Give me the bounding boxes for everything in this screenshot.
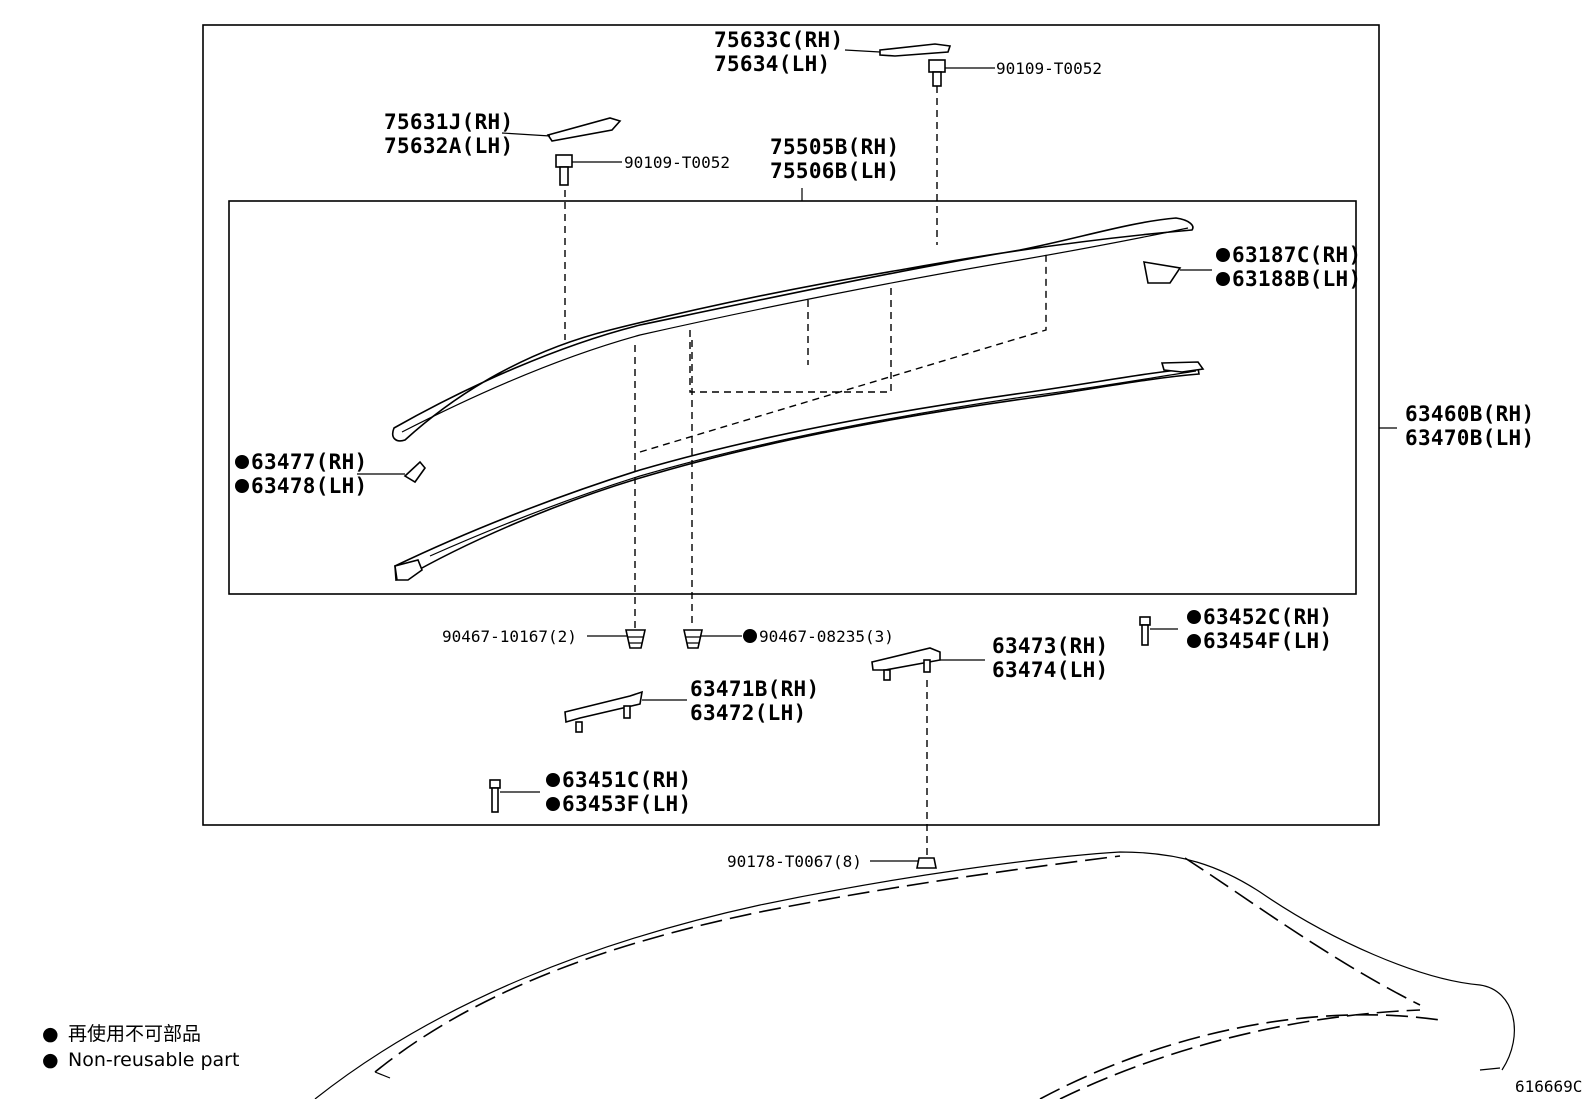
end-cap-front-icon bbox=[1142, 261, 1182, 284]
clip-90467-08235-icon bbox=[683, 629, 703, 649]
nonreusable-dot-90467-08235 bbox=[743, 629, 757, 643]
cover-75631-icon bbox=[546, 117, 622, 142]
nonreusable-dot-63187 bbox=[1216, 248, 1230, 262]
label-63187-rh: 63187C(RH) bbox=[1232, 243, 1361, 267]
rail-base-strip bbox=[394, 361, 1205, 582]
label-63453-lh: 63453F(LH) bbox=[562, 792, 691, 816]
leader-75631 bbox=[501, 132, 551, 137]
inner-rail-frame bbox=[228, 200, 1357, 595]
label-63452-rh: 63452C(RH) bbox=[1203, 605, 1332, 629]
label-63477-rh: 63477(RH) bbox=[251, 450, 368, 474]
nonreusable-dot-63188 bbox=[1216, 272, 1230, 286]
nonreusable-dot-63478 bbox=[235, 479, 249, 493]
label-63470-lh: 63470B(LH) bbox=[1405, 426, 1534, 450]
label-90467-10167: 90467-10167(2) bbox=[442, 627, 577, 646]
roof-rail-part bbox=[391, 217, 1194, 442]
stud-63451-icon bbox=[489, 779, 501, 813]
diagram-id: 616669C bbox=[1515, 1077, 1582, 1096]
rail-dash-c bbox=[639, 254, 1047, 453]
stud-63452-icon bbox=[1139, 616, 1151, 646]
legend-bullet-en: ● bbox=[42, 1049, 59, 1071]
nut-90178-icon bbox=[916, 857, 937, 869]
label-63471-rh: 63471B(RH) bbox=[690, 677, 819, 701]
cover-75633-icon bbox=[879, 43, 952, 57]
label-75634-lh: 75634(LH) bbox=[714, 52, 831, 76]
label-90109a: 90109-T0052 bbox=[996, 59, 1102, 78]
label-90109b: 90109-T0052 bbox=[624, 153, 730, 172]
leader-75633 bbox=[844, 49, 881, 53]
label-75506-lh: 75506B(LH) bbox=[770, 159, 899, 183]
label-63474-lh: 63474(LH) bbox=[992, 658, 1109, 682]
vehicle-roof-outline bbox=[314, 851, 1515, 1099]
label-90467-08235: 90467-08235(3) bbox=[759, 627, 894, 646]
label-63188-lh: 63188B(LH) bbox=[1232, 267, 1361, 291]
nonreusable-dot-63454 bbox=[1187, 634, 1201, 648]
outer-assembly-frame bbox=[202, 24, 1380, 826]
nonreusable-dot-63451 bbox=[546, 773, 560, 787]
bolt-right-icon bbox=[928, 59, 946, 87]
label-63451-rh: 63451C(RH) bbox=[562, 768, 691, 792]
rail-dash-a bbox=[689, 285, 892, 393]
nonreusable-dot-63477 bbox=[235, 455, 249, 469]
label-63478-lh: 63478(LH) bbox=[251, 474, 368, 498]
legend-text-en: Non-reusable part bbox=[68, 1049, 239, 1071]
label-75631-rh: 75631J(RH) bbox=[384, 110, 513, 134]
nonreusable-dot-63452 bbox=[1187, 610, 1201, 624]
bolt-left-icon bbox=[555, 154, 573, 186]
clip-90467-10167-icon bbox=[625, 629, 646, 649]
bracket-63471-icon bbox=[564, 690, 644, 733]
label-90178: 90178-T0067(8) bbox=[727, 852, 862, 871]
label-63473-rh: 63473(RH) bbox=[992, 634, 1109, 658]
label-63454-lh: 63454F(LH) bbox=[1203, 629, 1332, 653]
label-75633-rh: 75633C(RH) bbox=[714, 28, 843, 52]
end-cap-rear-icon bbox=[403, 460, 427, 484]
bracket-63473-icon bbox=[871, 647, 941, 681]
label-63460-rh: 63460B(RH) bbox=[1405, 402, 1534, 426]
label-75505-rh: 75505B(RH) bbox=[770, 135, 899, 159]
legend-bullet-jp: ● bbox=[42, 1023, 59, 1045]
legend-text-jp: 再使用不可部品 bbox=[68, 1023, 201, 1045]
label-63472-lh: 63472(LH) bbox=[690, 701, 807, 725]
label-75632-lh: 75632A(LH) bbox=[384, 134, 513, 158]
nonreusable-dot-63453 bbox=[546, 797, 560, 811]
